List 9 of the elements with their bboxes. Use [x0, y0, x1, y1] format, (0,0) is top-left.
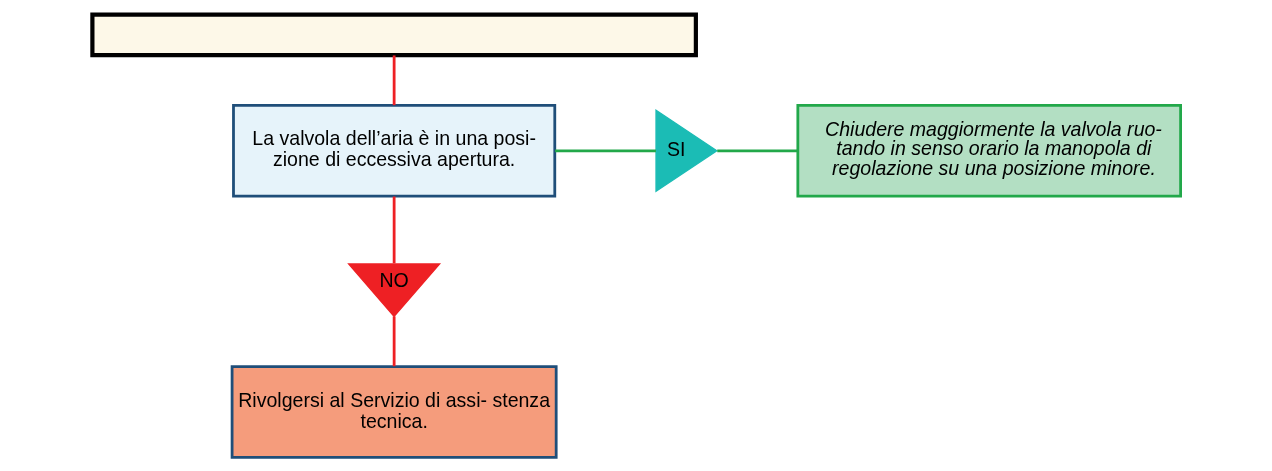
connector — [392, 315, 396, 366]
node-box: Chiudere maggiormente la valvola ruo- tando in senso orario la manopola di regolazione su una posizione minore. — [795, 103, 1182, 198]
connector — [716, 148, 797, 152]
connector — [392, 196, 396, 263]
node-box — [89, 12, 698, 57]
connector — [554, 148, 656, 152]
node-box: La valvola dell’aria è in una posi- zione di eccessiva apertura. — [231, 103, 556, 198]
node-box: Rivolgersi al Servizio di assi- stenza tecnica. — [230, 364, 558, 459]
connector — [392, 54, 396, 105]
